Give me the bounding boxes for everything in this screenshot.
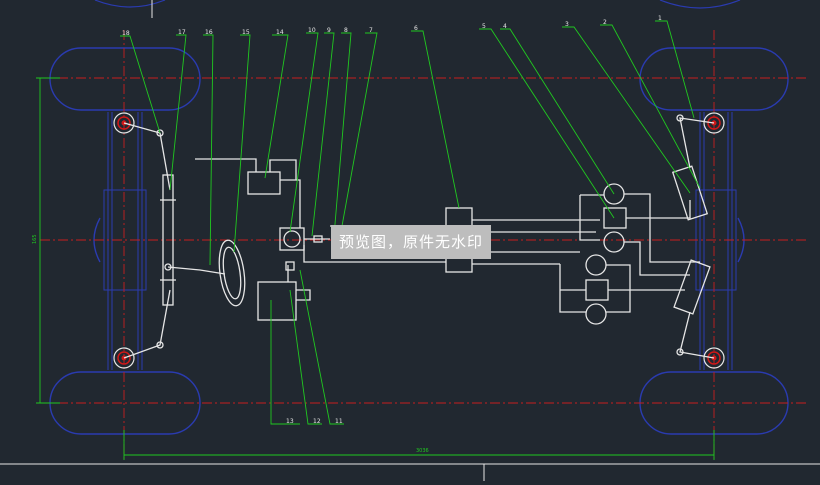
leader-lines bbox=[120, 20, 701, 425]
label-8: 8 bbox=[344, 27, 348, 34]
cylinder-lower bbox=[673, 259, 711, 315]
cylinder-upper bbox=[671, 165, 709, 221]
label-9: 9 bbox=[327, 27, 331, 34]
steering-column bbox=[167, 266, 226, 275]
wheel-front-left bbox=[49, 47, 201, 111]
label-1: 1 bbox=[658, 15, 662, 22]
label-4: 4 bbox=[503, 23, 507, 30]
left-rack bbox=[162, 174, 174, 306]
right-rear-arm bbox=[679, 311, 715, 359]
axle-frames bbox=[103, 112, 737, 370]
accumulator-mid bbox=[603, 231, 625, 253]
label-17: 17 bbox=[178, 29, 186, 36]
dimension-lines bbox=[36, 77, 715, 460]
label-12: 12 bbox=[313, 418, 321, 425]
valve-upper bbox=[603, 207, 627, 229]
label-18: 18 bbox=[122, 30, 130, 37]
label-11: 11 bbox=[335, 418, 343, 425]
steering-linkage bbox=[123, 114, 715, 359]
label-13: 13 bbox=[286, 418, 294, 425]
label-16: 16 bbox=[205, 29, 213, 36]
accumulator-lower bbox=[585, 254, 607, 276]
dimension-horizontal-text: 3036 bbox=[416, 448, 429, 454]
oil-tank bbox=[247, 171, 281, 195]
label-15: 15 bbox=[242, 29, 250, 36]
right-front-arm bbox=[679, 117, 715, 169]
label-2: 2 bbox=[603, 19, 607, 26]
label-5: 5 bbox=[482, 23, 486, 30]
motor-box bbox=[257, 281, 297, 321]
accumulator-bottom bbox=[585, 303, 607, 325]
label-6: 6 bbox=[414, 25, 418, 32]
left-rear-arm bbox=[123, 289, 171, 359]
label-3: 3 bbox=[565, 21, 569, 28]
top-wheel-arc-right bbox=[659, 0, 741, 9]
label-14: 14 bbox=[276, 29, 284, 36]
label-7: 7 bbox=[369, 27, 373, 34]
steering-wheel bbox=[218, 239, 246, 307]
top-wheel-arc-left bbox=[94, 0, 166, 8]
valve-lower bbox=[585, 279, 609, 301]
dimension-vertical-text: 165 bbox=[32, 234, 38, 244]
watermark-banner: 预览图，原件无水印 bbox=[331, 225, 491, 259]
callout-labels: 18 17 16 15 14 10 9 8 7 6 5 4 3 2 1 13 1… bbox=[122, 15, 662, 425]
label-10: 10 bbox=[308, 27, 316, 34]
